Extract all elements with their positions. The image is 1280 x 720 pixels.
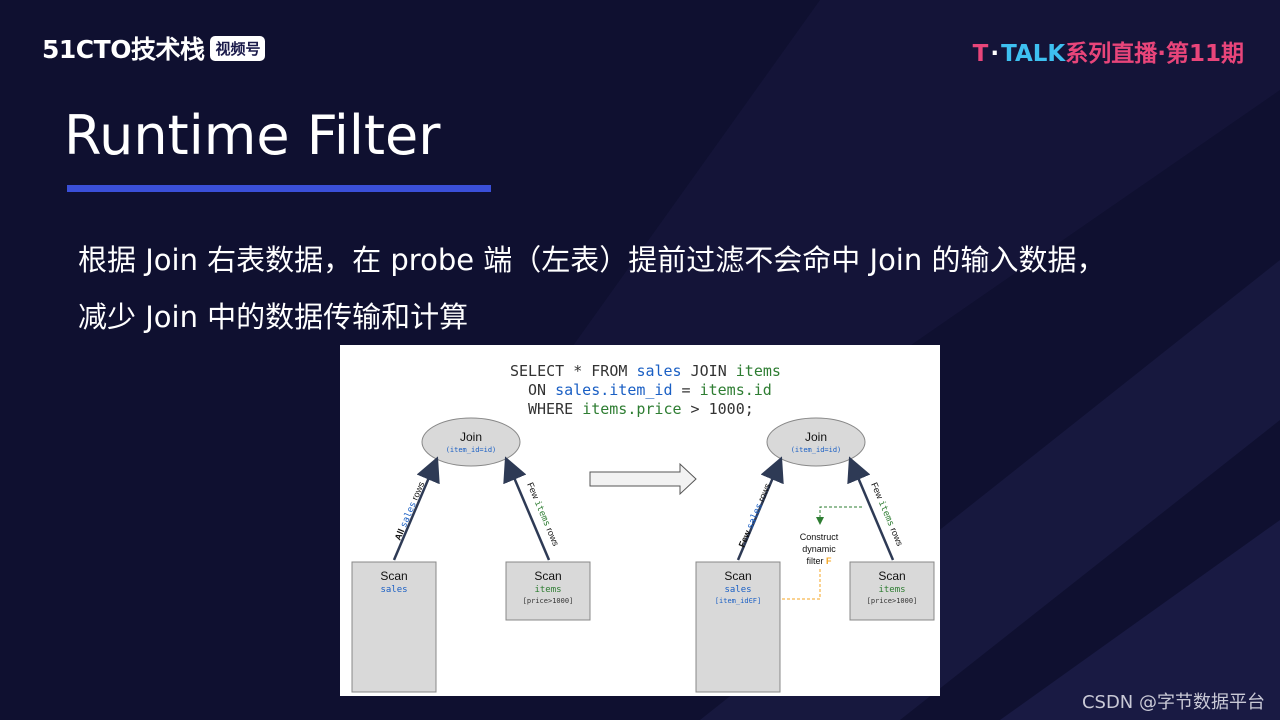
scan-table-sales-before: sales	[380, 585, 407, 595]
scan-items-after	[849, 561, 935, 621]
scan-table-sales-after: sales	[724, 585, 751, 595]
sql-line-2: ON sales.item_id = items.id	[528, 381, 772, 399]
green-dashed-arrow	[816, 506, 862, 525]
scan-label-items-after: Scan	[878, 569, 905, 583]
arrow-sales-to-join-before	[392, 456, 440, 561]
brand-logo: 51CTO技术栈 视频号	[42, 34, 266, 64]
join-label-after: Join	[805, 430, 827, 444]
sql-line-3: WHERE items.price > 1000;	[528, 400, 754, 418]
series-logo-talk: TALK	[1001, 41, 1066, 67]
scan-sales-before	[351, 561, 437, 693]
sql-line-1: SELECT * FROM sales JOIN items	[510, 362, 781, 380]
scan-label-sales-before: Scan	[380, 569, 407, 583]
scan-label-sales-after: Scan	[724, 569, 751, 583]
brand-name: 51CTO技术栈	[42, 35, 205, 64]
construct-line-3: filter F	[806, 556, 832, 566]
join-node-after	[766, 417, 866, 467]
construct-line-2: dynamic	[802, 544, 836, 554]
arrow-items-to-join-after	[847, 456, 895, 561]
arrow-items-to-join-before	[503, 456, 551, 561]
footer-watermark: CSDN @字节数据平台	[1081, 692, 1265, 713]
construct-line-1: Construct	[800, 532, 839, 542]
transition-arrow	[589, 462, 697, 496]
series-logo-episode: 系列直播·第11期	[1065, 41, 1244, 67]
description-line-1: 根据 Join 右表数据，在 probe 端（左表）提前过滤不会命中 Join …	[78, 243, 1106, 277]
series-logo-dot: ·	[990, 41, 1000, 67]
scan-table-items-before: items	[534, 585, 561, 595]
scan-sales-after	[695, 561, 781, 693]
join-label-before: Join	[460, 430, 482, 444]
join-node-before	[421, 417, 521, 467]
scan-label-items-before: Scan	[534, 569, 561, 583]
orange-dashed-arrow	[764, 569, 821, 603]
scan-filter-price-after: [price>1000]	[867, 597, 918, 605]
scan-filter-price-before: [price>1000]	[523, 597, 574, 605]
brand-badge: 视频号	[210, 35, 266, 61]
series-logo-t: T	[972, 41, 989, 67]
join-cond-before: (item_id=id)	[446, 446, 497, 454]
slide-title: Runtime Filter	[64, 104, 441, 167]
description-line-2: 减少 Join 中的数据传输和计算	[78, 300, 469, 334]
runtime-filter-diagram: SELECT * FROM sales JOIN items ON sales.…	[340, 345, 940, 696]
arrow-sales-to-join-after	[736, 456, 784, 561]
title-underline	[67, 185, 491, 192]
series-logo: T·TALK系列直播·第11期	[973, 34, 1244, 68]
slide-description: 根据 Join 右表数据，在 probe 端（左表）提前过滤不会命中 Join …	[78, 232, 1218, 346]
arrow-label-few-sales-rows: Few sales rows	[737, 481, 774, 549]
diagram-svg: SELECT * FROM sales JOIN items ON sales.…	[351, 362, 935, 693]
scan-filter-item-after: [item_id∈F]	[715, 597, 761, 605]
scan-items-before	[505, 561, 591, 621]
join-cond-after: (item_id=id)	[791, 446, 842, 454]
scan-table-items-after: items	[878, 585, 905, 595]
arrow-label-all-sales-rows: All sales rows	[393, 480, 428, 542]
